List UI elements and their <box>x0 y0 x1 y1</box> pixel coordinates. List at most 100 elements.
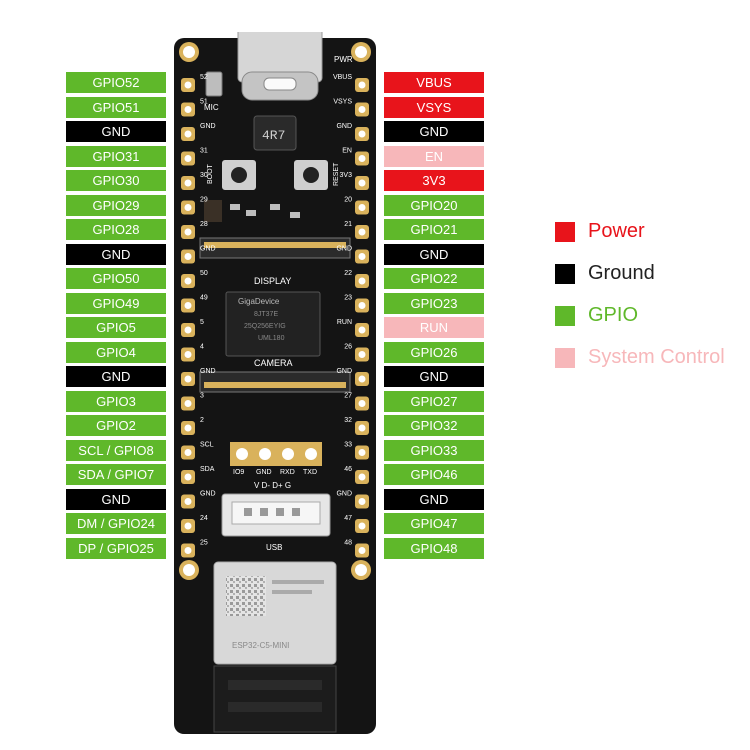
pad-hole <box>184 400 192 407</box>
pad-hole <box>184 106 192 113</box>
pad-hole <box>358 179 366 187</box>
pad-hole <box>358 547 366 554</box>
header-label-2: RXD <box>280 469 295 476</box>
wifi-module: ESP32-C5-MINI <box>213 561 337 665</box>
right-silk-label: 23 <box>344 295 352 302</box>
inductor <box>253 115 297 151</box>
dev-board: PWR MIC 4R7 BOOT RESET DISPLAY GigaDevic… <box>174 32 376 734</box>
left-silk-label: 30 <box>200 172 208 179</box>
right-silk-label: 47 <box>344 515 352 522</box>
camera-label: CAMERA <box>254 358 293 368</box>
header-label-1: GND <box>256 469 272 476</box>
left-pin-13: GPIO3 <box>66 390 166 412</box>
pad-hole <box>184 155 192 162</box>
pad-hole <box>184 326 192 334</box>
left-silk-label: SDA <box>200 466 215 473</box>
header-label-3: TXD <box>303 469 317 476</box>
boot-button <box>222 160 256 190</box>
right-silk-label: VBUS <box>333 74 352 81</box>
left-silk-label: GND <box>200 368 216 375</box>
boot-label: BOOT <box>207 163 214 184</box>
left-pin-14: GPIO2 <box>66 415 166 436</box>
right-pin-11: GPIO26 <box>384 341 484 363</box>
right-silk-label: 20 <box>344 197 352 204</box>
svg-text:8JT37E: 8JT37E <box>254 311 278 318</box>
pad-hole <box>184 179 192 187</box>
pad-hole <box>184 498 192 505</box>
pad-hole <box>184 302 192 309</box>
right-silkscreen: VBUSVSYSGNDEN3V32021GND2223RUN26GND27323… <box>333 74 352 547</box>
right-pin-17: GND <box>384 488 484 510</box>
left-pin-17: GND <box>66 488 166 510</box>
pad-hole <box>184 522 192 530</box>
left-silk-label: 31 <box>200 148 208 155</box>
right-silk-label: 3V3 <box>340 172 353 179</box>
right-silk-label: EN <box>342 148 352 155</box>
left-pin-12: GND <box>66 366 166 387</box>
right-pin-9: GPIO23 <box>384 292 484 314</box>
right-pin-14: GPIO32 <box>384 415 484 436</box>
usb-jst-connector <box>221 493 331 537</box>
left-pin-0: GPIO52 <box>66 72 166 93</box>
left-silk-label: GND <box>200 491 216 498</box>
pad-hole <box>358 130 366 138</box>
right-pin-2: GND <box>384 121 484 142</box>
right-pin-7: GND <box>384 243 484 265</box>
pad-hole <box>358 228 366 236</box>
left-silk-label: 29 <box>200 197 208 204</box>
right-pin-13: GPIO27 <box>384 390 484 412</box>
pin-pads <box>181 78 369 558</box>
svg-text:25Q256EYIG: 25Q256EYIG <box>244 323 286 330</box>
left-pin-7: GND <box>66 243 166 265</box>
svg-text:UML180: UML180 <box>258 335 285 342</box>
pad-hole <box>358 375 366 383</box>
left-silk-label: 49 <box>200 295 208 302</box>
mounting-holes <box>179 42 371 580</box>
left-pin-5: GPIO29 <box>66 194 166 216</box>
right-silk-label: GND <box>336 123 352 130</box>
right-pin-19: GPIO48 <box>384 537 484 559</box>
pad-hole <box>358 253 366 260</box>
right-silk-label: GND <box>336 246 352 253</box>
left-silk-label: 4 <box>200 344 204 351</box>
left-pin-4: GPIO30 <box>66 170 166 191</box>
pad-hole <box>184 130 192 138</box>
right-pin-6: GPIO21 <box>384 219 484 240</box>
left-silk-label: 5 <box>200 319 204 326</box>
pad-hole <box>358 204 366 211</box>
pad-hole <box>358 449 366 456</box>
pad-hole <box>358 277 366 285</box>
left-pin-9: GPIO49 <box>66 292 166 314</box>
usb-c-connector <box>237 32 323 101</box>
left-pin-1: GPIO51 <box>66 96 166 118</box>
flash-chip: GigaDevice 8JT37E 25Q256EYIG UML180 <box>225 291 321 357</box>
pad-hole <box>358 424 366 432</box>
pad-hole <box>184 449 192 456</box>
right-pin-1: VSYS <box>384 96 484 118</box>
right-pin-8: GPIO22 <box>384 268 484 289</box>
pad-hole <box>184 204 192 211</box>
left-silk-label: 24 <box>200 515 208 522</box>
pad-hole <box>358 81 366 89</box>
left-pin-2: GND <box>66 121 166 142</box>
left-silk-label: 28 <box>200 221 208 228</box>
right-silk-label: 26 <box>344 344 352 351</box>
pad-hole <box>184 253 192 260</box>
left-silk-label: 25 <box>200 540 208 547</box>
left-silk-label: GND <box>200 246 216 253</box>
debug-header <box>230 442 322 466</box>
left-pin-3: GPIO31 <box>66 145 166 167</box>
antenna-area <box>213 665 337 733</box>
right-silk-label: 32 <box>344 417 352 424</box>
left-pin-19: DP / GPIO25 <box>66 537 166 559</box>
pad-hole <box>358 106 366 113</box>
right-pin-10: RUN <box>384 317 484 338</box>
mic-component <box>205 71 223 97</box>
right-silk-label: 21 <box>344 221 352 228</box>
legend-swatch <box>555 222 575 242</box>
right-silk-label: VSYS <box>333 99 352 106</box>
pad-hole <box>358 351 366 358</box>
left-pin-8: GPIO50 <box>66 268 166 289</box>
right-pin-3: EN <box>384 145 484 167</box>
svg-text:GigaDevice: GigaDevice <box>238 297 280 306</box>
